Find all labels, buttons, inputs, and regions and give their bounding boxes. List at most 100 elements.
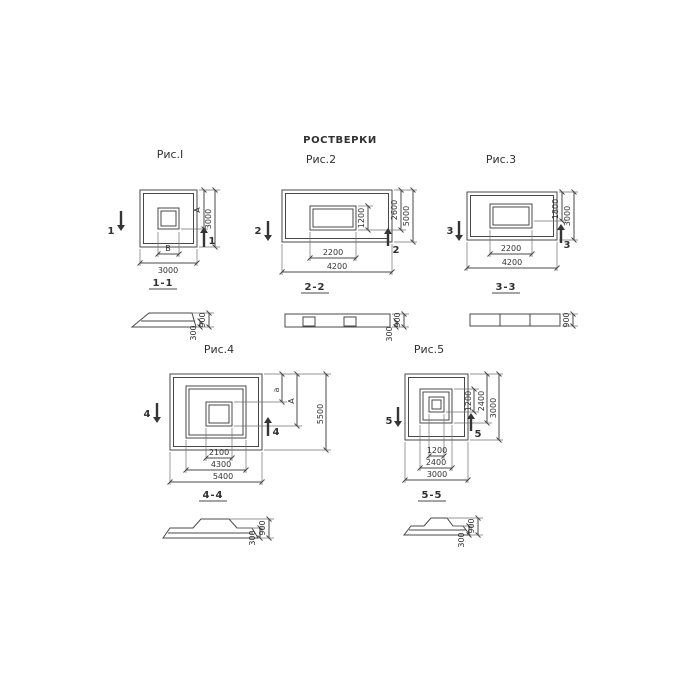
dim-section-slab: 300 (385, 326, 394, 341)
step-outline (419, 388, 453, 424)
pedestal-outline (157, 207, 180, 230)
dim-width-inner: B (165, 244, 171, 253)
dim-width-mid: 2400 (426, 458, 446, 467)
dim-width-mid: 4300 (211, 460, 231, 469)
pedestal-outline-inner (492, 206, 530, 226)
figure-4-section-view (162, 518, 259, 539)
section-title: 2-2 (304, 282, 325, 293)
figure-1: Рис.I A 3000 B 3000 (108, 148, 220, 341)
dim-height-mid: A (287, 398, 296, 404)
cut-label-left: 2 (255, 226, 262, 237)
plan-outline-inner (173, 377, 259, 447)
dim-height-total: 3000 (563, 206, 572, 226)
figure-3-plan-view (466, 191, 558, 241)
dim-height-inner: 1200 (464, 391, 473, 411)
plan-outline (139, 189, 198, 248)
cut-label-right: 3 (564, 240, 571, 251)
dim-height-total: 3000 (204, 209, 213, 229)
figure-4-section-dimension-lines (229, 516, 274, 541)
figure-5-plan-dimension-lines (402, 371, 503, 483)
figure-5-cut-marks (394, 407, 475, 431)
figure-1-caption: Рис.I (157, 148, 184, 161)
section-profile (162, 518, 259, 539)
figure-3: Рис.3 1800 3000 2200 4200 (447, 153, 578, 329)
dim-height-inner: 1200 (357, 208, 366, 228)
figure-1-cut-marks (117, 211, 208, 247)
figure-5-caption: Рис.5 (414, 343, 444, 356)
dim-section-slab: 300 (457, 532, 466, 547)
section-title: 5-5 (421, 490, 442, 501)
plan-outline (169, 373, 263, 451)
dim-height-inner: 1800 (551, 199, 560, 219)
plan-outline (466, 191, 558, 241)
step-outline (185, 385, 247, 439)
pedestal-outline-inner (431, 399, 442, 410)
dim-height-total: 3000 (489, 398, 498, 418)
figure-1-section-dimension-lines (192, 310, 214, 330)
figure-4: Рис.4 a A 5500 (144, 343, 331, 546)
figure-2-plan-view (281, 189, 393, 243)
figure-2-section-view (284, 313, 391, 328)
section-profile (130, 312, 197, 328)
cut-label-right: 2 (393, 245, 400, 256)
figure-1-plan-view (139, 189, 198, 248)
cut-label-left: 4 (144, 409, 151, 420)
dim-height-mid: 2600 (390, 200, 399, 220)
section-title: 1-1 (152, 278, 173, 289)
step-outline-inner (422, 391, 450, 421)
dim-width-total: 3000 (158, 266, 178, 275)
dim-section-slab: 300 (248, 530, 257, 545)
pedestal-outline (205, 401, 233, 427)
plan-outline (281, 189, 393, 243)
cut-label-right: 1 (209, 236, 216, 247)
section-title: 3-3 (495, 282, 516, 293)
dim-section-height: 900 (562, 312, 571, 327)
figure-3-caption: Рис.3 (486, 153, 516, 166)
section-key (302, 316, 316, 327)
dim-width-total: 5400 (213, 472, 233, 481)
plan-outline-inner (143, 193, 194, 244)
dim-width-total: 3000 (427, 470, 447, 479)
cut-label-left: 5 (386, 416, 393, 427)
figure-2-cut-marks (264, 221, 392, 246)
figure-4-plan-view (169, 373, 263, 451)
cut-label-left: 3 (447, 226, 454, 237)
dim-section-height: 900 (258, 520, 267, 535)
figure-1-plan-dimension-lines (137, 187, 220, 266)
dim-width-inner: 1200 (427, 446, 447, 455)
pedestal-outline (428, 396, 445, 413)
dim-height-inner: a (272, 387, 281, 392)
sheet-title: РОСТВЕРКИ (303, 135, 377, 146)
dim-section-slab: 300 (189, 325, 198, 340)
plan-outline (404, 373, 469, 441)
figure-4-plan-dimension-lines (167, 371, 331, 485)
plan-outline-inner (470, 195, 554, 237)
figure-2: Рис.2 1200 2600 5000 2200 4200 (255, 153, 417, 342)
figure-4-caption: Рис.4 (204, 343, 234, 356)
plan-outline-inner (408, 377, 465, 437)
step-outline-inner (188, 388, 244, 436)
figure-3-section-view (469, 313, 561, 327)
figure-2-caption: Рис.2 (306, 153, 336, 166)
dim-width-total: 4200 (327, 262, 347, 271)
pedestal-outline (489, 203, 533, 229)
cut-label-right: 4 (273, 427, 280, 438)
figure-3-section-dimension-lines (562, 311, 578, 329)
section-profile (284, 313, 391, 328)
figure-3-plan-dimension-lines (464, 189, 578, 271)
plan-outline-inner (285, 193, 389, 239)
dim-width-inner: 2100 (209, 448, 229, 457)
dim-section-height: 900 (393, 312, 402, 327)
figure-4-cut-marks (153, 403, 272, 436)
section-title: 4-4 (202, 490, 223, 501)
dim-height-total: 5500 (316, 404, 325, 424)
pedestal-outline-inner (208, 404, 230, 424)
figure-2-plan-dimension-lines (279, 187, 417, 275)
figure-5: Рис.5 1200 (386, 343, 503, 548)
dim-width-inner: 2200 (323, 248, 343, 257)
cut-label-left: 1 (108, 226, 115, 237)
dim-section-height: 900 (198, 312, 207, 327)
section-key (343, 316, 357, 327)
dim-height-total: 5000 (402, 206, 411, 226)
